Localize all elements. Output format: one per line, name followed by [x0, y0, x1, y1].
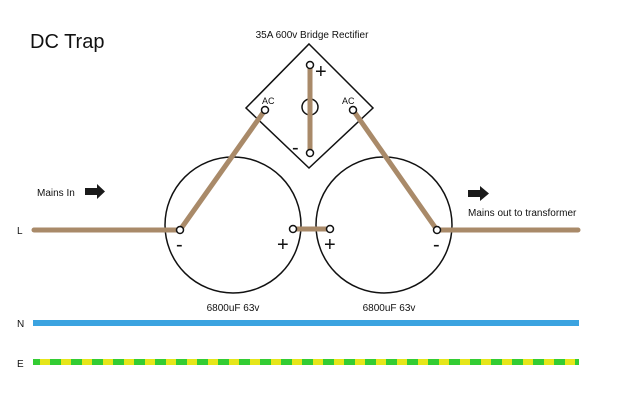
- diagram-title: DC Trap: [30, 31, 104, 53]
- wire-ac-left: [177, 107, 268, 233]
- capacitor-right-neg-sign: -: [433, 234, 440, 256]
- terminal-cap-left-pos: [288, 224, 298, 234]
- terminal-dc-plus: [305, 60, 315, 70]
- terminal-cap-left-neg: [175, 225, 185, 235]
- rectifier-ac-left-label: AC: [262, 96, 275, 106]
- terminals: [175, 60, 442, 235]
- capacitor-right-pos-sign: +: [324, 234, 336, 256]
- capacitor-left-neg-sign: -: [176, 234, 183, 256]
- terminal-cap-right-pos: [325, 224, 335, 234]
- mains-out-label: Mains out to transformer: [468, 208, 577, 219]
- rectifier-minus-sign: -: [292, 137, 299, 159]
- mains-in-label: Mains In: [37, 188, 75, 199]
- capacitor-left-pos-sign: +: [277, 234, 289, 256]
- wire-ac-right: [350, 107, 440, 233]
- rectifier-label: 35A 600v Bridge Rectifier: [256, 30, 370, 41]
- bridge-rectifier-diamond: [244, 42, 375, 170]
- mains-in-arrow-icon: [85, 184, 105, 199]
- neutral-line-label: N: [17, 319, 24, 330]
- mains-out-arrow-icon: [468, 186, 489, 201]
- earth-wire: [33, 359, 579, 365]
- capacitor-right-label: 6800uF 63v: [363, 303, 416, 314]
- terminal-dc-minus: [305, 148, 315, 158]
- neutral-wire: [33, 320, 579, 326]
- live-line-label: L: [17, 226, 23, 237]
- rectifier-ac-right-label: AC: [342, 96, 355, 106]
- live-wiring: [31, 62, 581, 233]
- terminal-ac-right: [348, 105, 358, 115]
- rectifier-plus-sign: +: [315, 61, 327, 83]
- terminal-cap-right-neg: [432, 225, 442, 235]
- terminal-ac-left: [260, 105, 270, 115]
- capacitor-left-label: 6800uF 63v: [207, 303, 260, 314]
- earth-line-label: E: [17, 359, 24, 370]
